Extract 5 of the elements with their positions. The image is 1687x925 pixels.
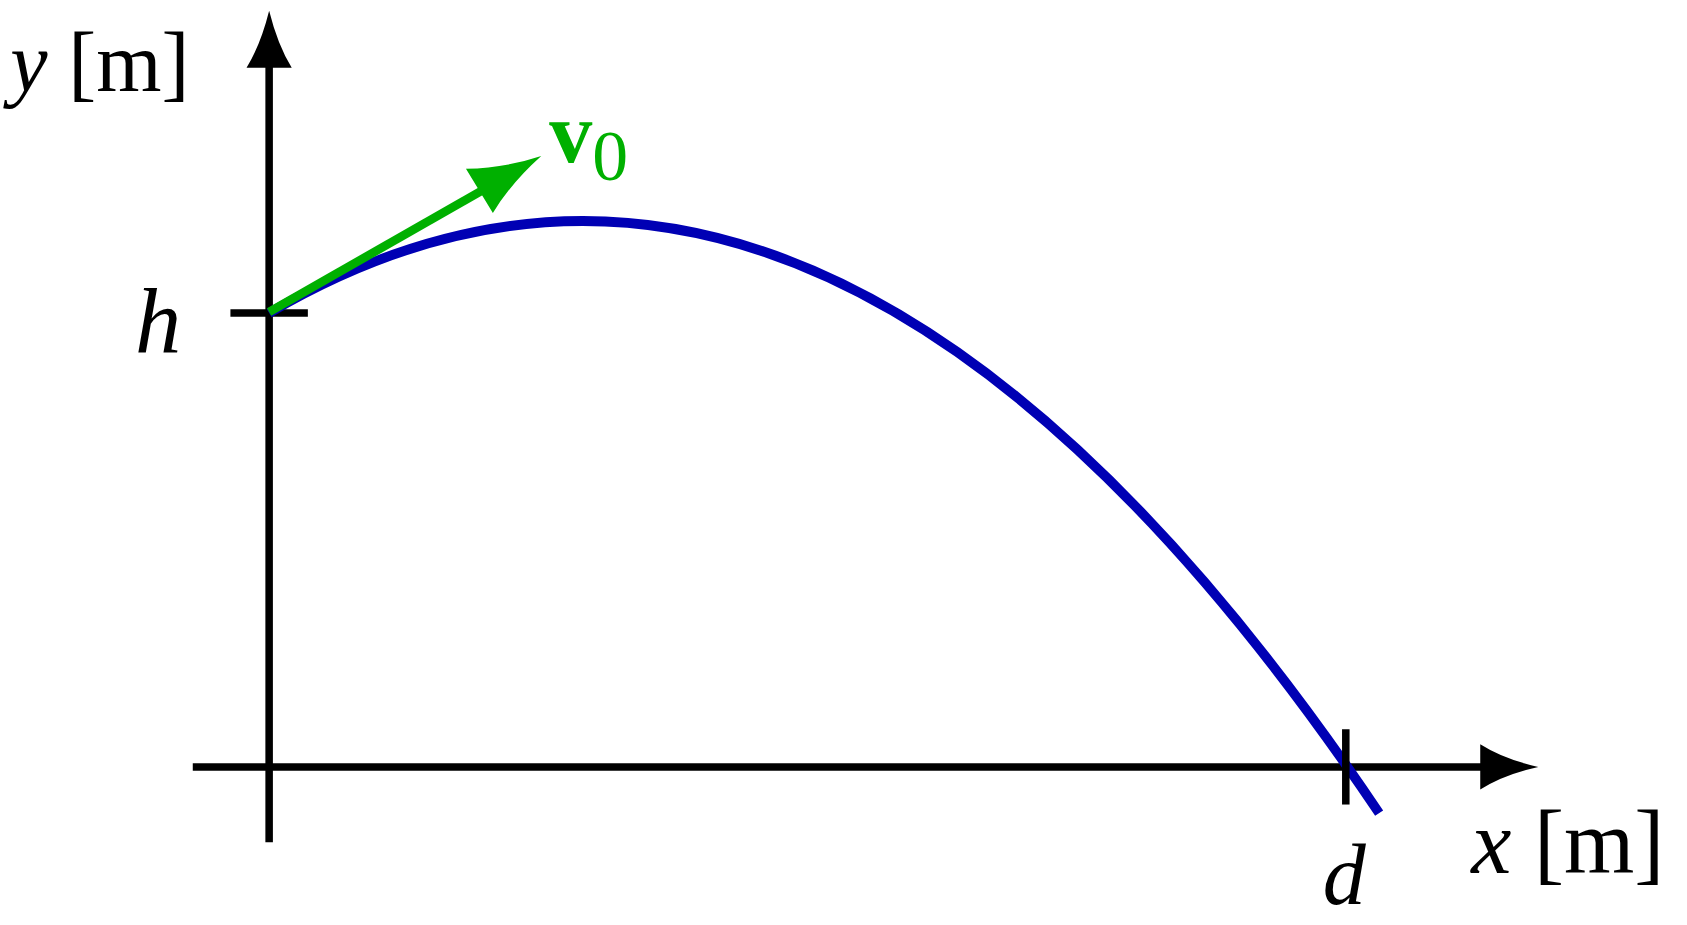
tick-label: d <box>1321 826 1367 925</box>
axis-label: x [m] <box>1469 790 1666 895</box>
vector-label: v$_{0}$ <box>548 83 630 198</box>
axis-label: y [m] <box>2 15 198 112</box>
tick-label: h <box>133 269 183 375</box>
